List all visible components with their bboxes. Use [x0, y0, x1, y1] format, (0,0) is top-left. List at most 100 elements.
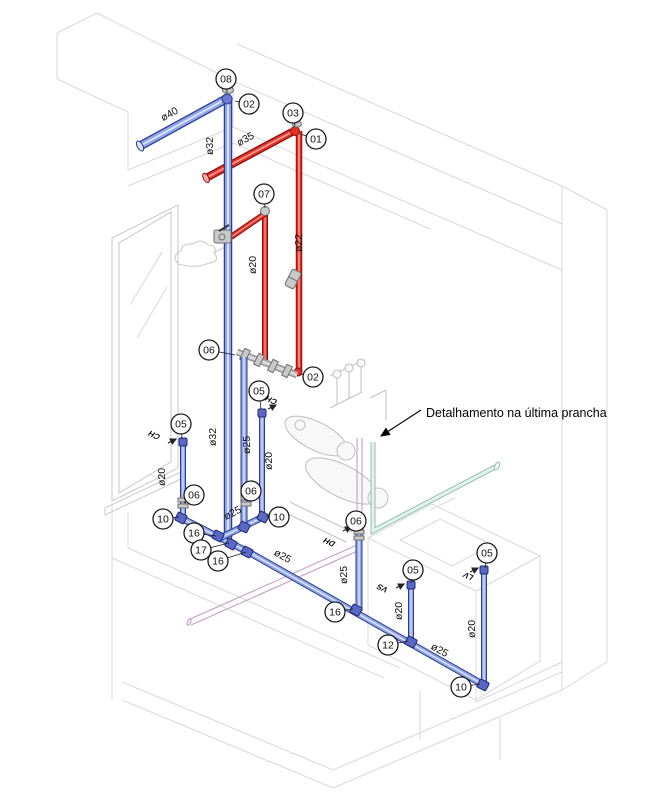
pipe-diameter-label: ø20 — [466, 620, 478, 638]
callout-06: 06 — [198, 339, 236, 361]
fixture-point-label: CH — [146, 429, 162, 441]
assembly-flange — [344, 363, 354, 373]
svg-text:16: 16 — [188, 528, 200, 540]
svg-text:02: 02 — [243, 99, 255, 111]
mixing-manifold — [235, 347, 299, 379]
diameter-labels: ø40 ø32 ø35 ø22 ø20 ø32 ø25 ø20 ø20 ø25 … — [156, 105, 478, 660]
aux-pipe-run — [187, 544, 358, 621]
cold-water-open-end — [135, 140, 145, 152]
aux-pipe-open-end — [186, 618, 192, 626]
svg-text:12: 12 — [382, 640, 394, 652]
callout-01: 01 — [299, 128, 327, 150]
annotation-arrow — [380, 409, 422, 437]
fixture-point-label: VS — [374, 582, 390, 594]
callout-10b: 10 — [265, 506, 290, 528]
svg-text:01: 01 — [310, 134, 322, 146]
callout-06d: 06 — [345, 510, 367, 532]
callout-08: 08 — [215, 68, 237, 94]
svg-text:06: 06 — [350, 516, 362, 528]
svg-text:17: 17 — [195, 545, 207, 557]
assembly-base — [283, 501, 353, 543]
assembly-flange — [356, 358, 366, 368]
fixture-labels: CH CH DH VS LV — [146, 394, 476, 594]
callout-12: 12 — [377, 634, 409, 656]
pipe-diameter-label: ø25 — [338, 566, 350, 584]
callout-02b: 02 — [299, 366, 324, 388]
callout-07: 07 — [253, 183, 275, 209]
callout-05b: 05 — [170, 413, 192, 440]
vent-pipe-open-end — [493, 461, 501, 471]
svg-text:06: 06 — [245, 486, 257, 498]
room-outline — [56, 12, 608, 789]
floor-lines — [111, 547, 563, 789]
callout-03: 03 — [282, 102, 304, 127]
hot-water-pipes — [201, 120, 303, 377]
assembly-valve — [294, 419, 306, 431]
callout-16: 16 — [183, 522, 217, 544]
aux-pipe-run — [190, 548, 363, 626]
pipe-diameter-label: ø35 — [235, 130, 257, 149]
callout-05c: 05 — [402, 559, 424, 584]
callout-02: 02 — [234, 93, 260, 115]
flow-arrow — [395, 583, 406, 590]
callout-16c: 16 — [324, 601, 354, 623]
pipe-diameter-label: ø20 — [247, 256, 259, 274]
annotation-text: Detalhamento na última prancha — [426, 406, 607, 420]
callouts: 08 02 03 01 07 06 02 05 05 06 06 10 10 1… — [152, 68, 498, 698]
assembly-flange — [332, 369, 342, 379]
pipe-diameter-label: ø32 — [207, 428, 219, 446]
callout-06b: 06 — [183, 484, 205, 506]
callout-06c: 06 — [240, 480, 262, 502]
pipe-diameter-label: ø20 — [263, 452, 275, 470]
svg-text:08: 08 — [220, 74, 232, 86]
wall-fixture-cloud — [174, 240, 230, 267]
hot-water-elbow — [290, 126, 300, 136]
callout-17: 17 — [190, 539, 230, 561]
svg-text:10: 10 — [455, 682, 467, 694]
window-glass-reflection — [129, 251, 168, 339]
soffit-beam-lines — [56, 12, 234, 170]
wall-ledge-lines — [127, 126, 563, 271]
callout-10c: 10 — [450, 676, 481, 698]
flow-arrow — [167, 438, 178, 445]
svg-text:06: 06 — [203, 345, 215, 357]
pipe-diameter-label: ø22 — [293, 234, 305, 252]
svg-text:16: 16 — [212, 556, 224, 568]
pipe-diameter-label: ø20 — [393, 602, 405, 620]
annotation: Detalhamento na última prancha — [380, 406, 607, 437]
right-wall-lines — [232, 43, 608, 691]
hot-water-open-end — [202, 172, 210, 184]
hot-water-valve — [284, 268, 302, 290]
svg-text:10: 10 — [273, 512, 285, 524]
flow-arrow — [469, 567, 480, 574]
flow-arrow — [267, 404, 278, 411]
pipe-diameter-label: ø25 — [241, 436, 253, 454]
svg-text:05: 05 — [481, 548, 493, 560]
svg-text:03: 03 — [287, 108, 299, 120]
pipe-fittings — [167, 224, 490, 692]
vent-pipe-outline — [370, 442, 499, 536]
left-wall-lines — [111, 505, 129, 700]
fixture-point-label: DH — [321, 536, 337, 548]
callout-05: 05 — [248, 380, 270, 410]
svg-text:06: 06 — [188, 490, 200, 502]
svg-text:16: 16 — [329, 607, 341, 619]
cold-water-top-elbow — [221, 93, 233, 105]
vent-pipe-core — [371, 442, 498, 534]
pipe-diameter-label: ø32 — [204, 137, 216, 155]
pump-cap-1 — [336, 441, 356, 461]
cabinet-base — [419, 661, 563, 760]
svg-text:05: 05 — [175, 419, 187, 431]
assembly-header-pipes — [329, 359, 387, 420]
fixture-point-label: CH — [263, 394, 279, 406]
pipe-diameter-label: ø20 — [156, 468, 168, 486]
gate-valve — [213, 224, 232, 244]
svg-text:10: 10 — [157, 514, 169, 526]
svg-text:05: 05 — [407, 565, 419, 577]
fixture-point-label: LV — [461, 570, 476, 581]
callout-16b: 16 — [207, 550, 247, 572]
callout-05d: 05 — [476, 542, 498, 569]
window-frame — [104, 204, 186, 516]
